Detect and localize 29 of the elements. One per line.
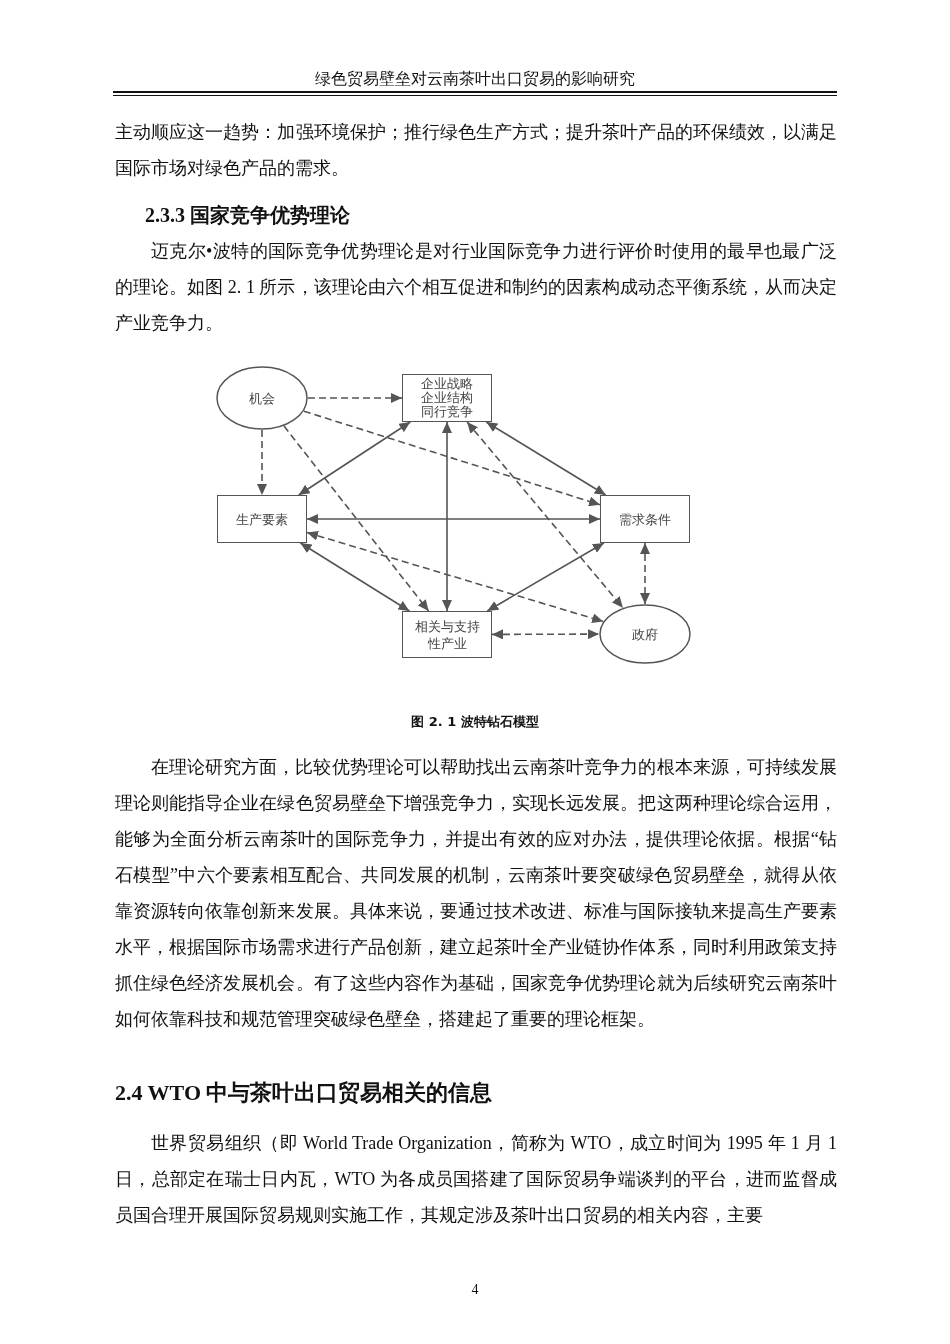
arrow (486, 542, 605, 612)
process-box: 相关与支持性产业 (402, 611, 492, 658)
page-number: 4 (470, 1281, 480, 1299)
dashed-arrow (491, 629, 600, 640)
dashed-arrow (283, 425, 430, 612)
page-header: 绿色贸易壁垒对云南茶叶出口贸易的影响研究 (314, 69, 636, 89)
arrow (306, 514, 601, 524)
dashed-arrow (466, 421, 624, 609)
dashed-arrow (303, 410, 601, 507)
body-paragraph: 在理论研究方面，比较优势理论可以帮助找出云南茶叶竞争力的根本来源，可持续发展理论则能指导企业在绿色贸易壁垒下增强竞争力，实现长远发展。把这两种理论综合运用，能够为全面分析云南茶叶的国际竞争力，并提出有效的应对办法，提供理论依据。根据“钻石模型”中六个要素相互配合、共同发展的机制，云南茶叶要突破绿色贸易壁垒，就得从依靠资源转向依靠创新来发展。具体来说，要通过技术改进、标准与国际接轨来提高生产要素水平，根据国际市场需求进行产品创新，建立起茶叶全产业链协作体系，同时利用政策支持抓住绿色经济发展机会。有了这些内容作为基础，国家竞争优势理论就为后续研究云南茶叶如何依靠科技和规范管理突破绿色壁垒，搭建起了重要的理论框架。 (115, 756, 837, 1031)
section-heading: 2.4 WTO 中与茶叶出口贸易相关的信息 (115, 1079, 493, 1107)
arrow (442, 421, 452, 612)
section-heading: 2.3.3 国家竞争优势理论 (145, 203, 350, 228)
arrow (297, 421, 412, 496)
dashed-arrow (640, 542, 650, 605)
process-box: 生产要素 (217, 495, 307, 543)
figure-caption: 图 2. 1 波特钻石模型 (410, 713, 540, 731)
process-box: 企业战略企业结构同行竞争 (402, 374, 492, 422)
process-box: 需求条件 (600, 495, 690, 543)
ellipse-node: 政府 (599, 604, 691, 664)
arrow (299, 542, 411, 612)
dashed-arrow (306, 530, 604, 624)
ellipse-node: 机会 (216, 366, 308, 430)
arrow (485, 421, 607, 496)
body-paragraph: 迈克尔•波特的国际竞争优势理论是对行业国际竞争力进行评价时使用的最早也最广泛的理论。如图 2. 1 所示，该理论由六个相互促进和制约的因素构成动态平衡系统，从而决定产业竞争力。 (115, 240, 837, 335)
dashed-arrow (257, 429, 267, 496)
body-paragraph: 主动顺应这一趋势：加强环境保护；推行绿色生产方式；提升茶叶产品的环保绩效，以满足国际市场对绿色产品的需求。 (115, 121, 837, 180)
dashed-arrow (307, 393, 403, 403)
body-paragraph: 世界贸易组织（即 World Trade Organization，简称为 WTO，成立时间为 1995 年 1 月 1 日，总部定在瑞士日内瓦，WTO 为各成员国搭建了国际贸易争端谈判的平台，进而监督成员国合理开展国际贸易规则实施工作，其规定涉及茶叶出口贸易的相关内容，主要 (115, 1132, 837, 1227)
